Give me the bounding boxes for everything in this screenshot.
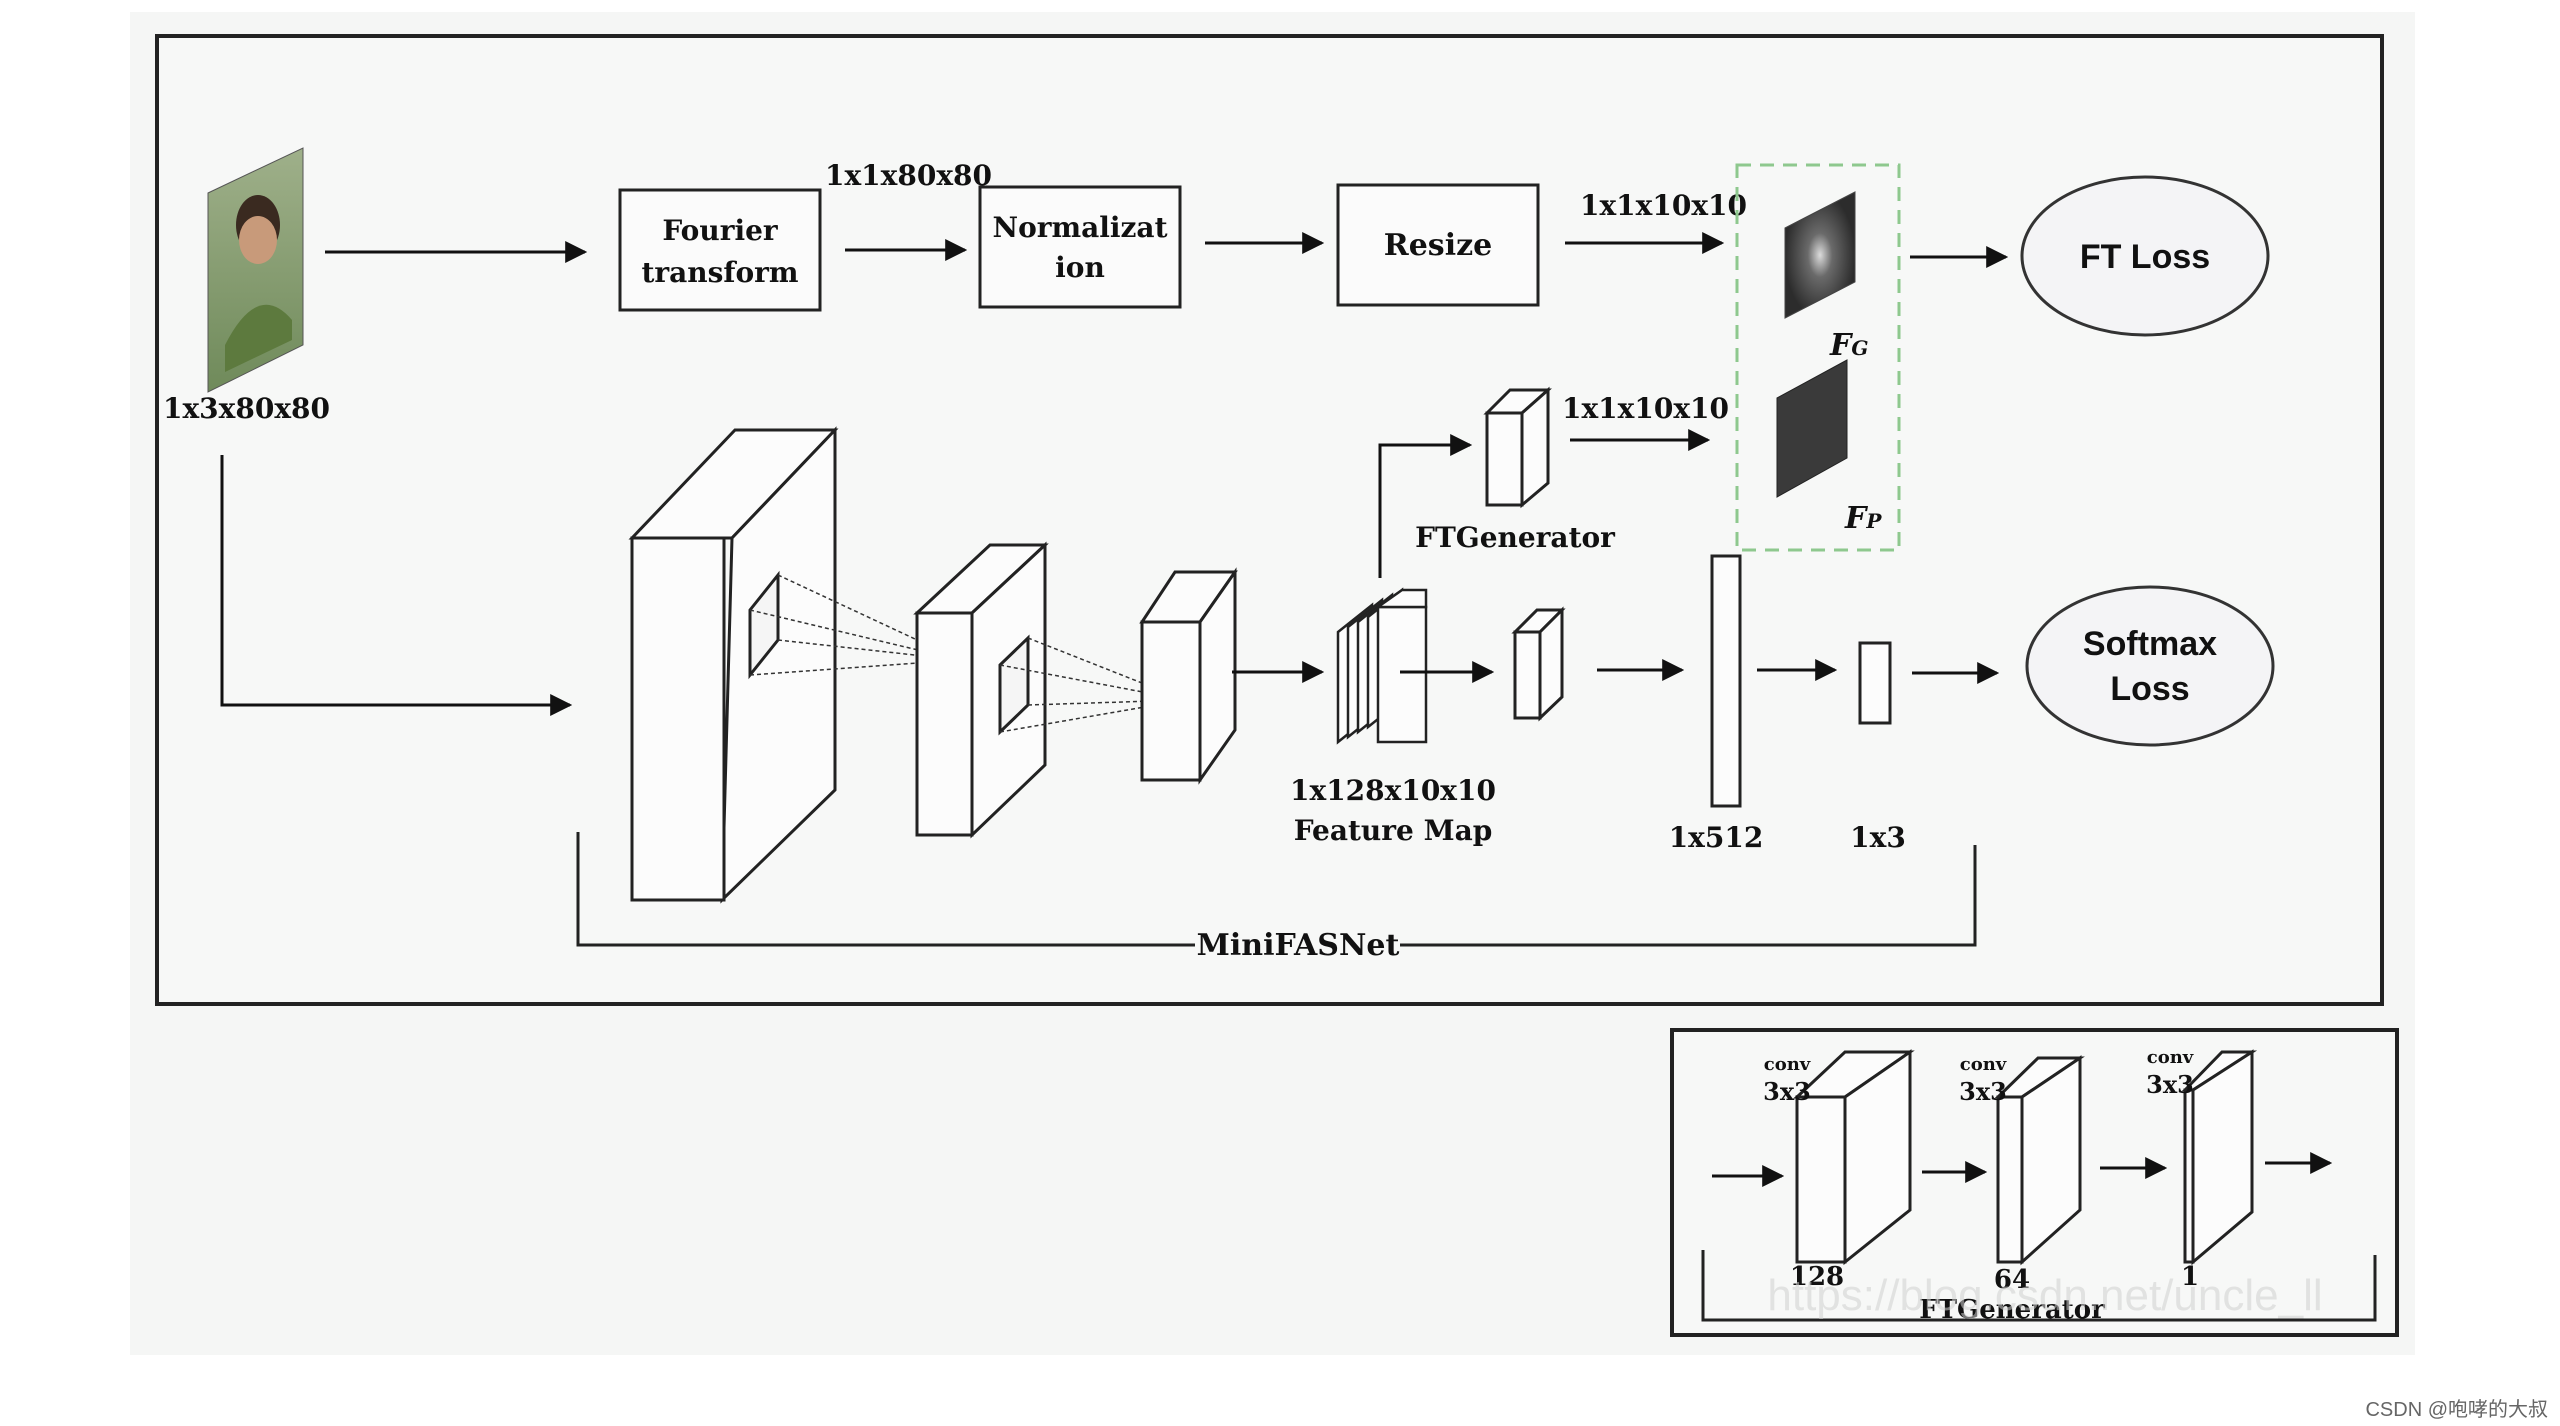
feature-map-stack [1336, 587, 1428, 745]
resize-box [1336, 183, 1540, 307]
normalization-label-line1: Normalizat [992, 211, 1167, 244]
normalization-label-line2: ion [1055, 251, 1105, 284]
conv-block-1 [628, 426, 839, 904]
inset-conv3-block [2181, 1049, 2258, 1266]
inset-conv2-kernel: 3x3 [1959, 1077, 2007, 1106]
conv-block-3 [1139, 567, 1238, 785]
feature-map-label: Feature Map [1294, 814, 1493, 847]
arrow-input-to-network [220, 455, 573, 716]
resize-output-size: 1x1x10x10 [1580, 189, 1747, 222]
fourier-output-size: 1x1x80x80 [825, 159, 992, 192]
feature-compare-box [1735, 163, 1901, 552]
out-size-label: 1x3 [1850, 821, 1906, 854]
ft-loss-node [2020, 175, 2270, 337]
fourier-label-line2: transform [641, 256, 798, 289]
ft-loss-label: FT Loss [2080, 238, 2210, 276]
fg-label: FG [1829, 328, 1868, 363]
ftgenerator-label: FTGenerator [1415, 521, 1616, 554]
resize-label: Resize [1384, 228, 1492, 263]
inset-watermark: https://blog.csdn.net/uncle_ll [1767, 1271, 2322, 1320]
arrow-featuremap-to-ftgenerator [1378, 434, 1473, 578]
inset-ftgenerator-label: FTGenerator [1919, 1295, 2105, 1325]
pool-block [1511, 606, 1566, 722]
inset-conv3-channels: 1 [2181, 1262, 2199, 1292]
inset-conv3-kernel: 3x3 [2146, 1070, 2194, 1099]
minifasnet-bracket-left [576, 832, 1195, 947]
input-size-label: 1x3x80x80 [163, 392, 330, 425]
footer-credit: CSDN @咆哮的大叔 [2365, 1398, 2548, 1421]
minifasnet-bracket-right [1400, 845, 1977, 947]
softmax-loss-node [2025, 585, 2275, 747]
feature-map-size: 1x128x10x10 [1290, 774, 1496, 807]
fc-size-label: 1x512 [1669, 821, 1764, 854]
inset-conv1-block [1793, 1049, 1915, 1266]
normalization-box [978, 185, 1182, 309]
minifasnet-label: MiniFASNet [1197, 928, 1400, 963]
inset-conv2-channels: 64 [1994, 1265, 2030, 1295]
out-3-block [1858, 641, 1892, 725]
inset-conv1-channels: 128 [1790, 1262, 1844, 1292]
fp-prediction-image [1776, 359, 1848, 498]
fp-label: FP [1844, 501, 1882, 536]
inset-conv3-top: conv [2147, 1047, 2194, 1068]
ftgenerator-output-size: 1x1x10x10 [1562, 392, 1729, 425]
conv-block-2 [913, 541, 1049, 839]
softmax-label-line2: Loss [2110, 670, 2189, 708]
ftgenerator-block [1483, 386, 1552, 509]
input-face-image [207, 147, 304, 393]
inset-conv2-block [1994, 1055, 2085, 1266]
softmax-label-line1: Softmax [2083, 625, 2217, 663]
inset-conv1-kernel: 3x3 [1763, 1077, 1811, 1106]
fourier-label-line1: Fourier [662, 214, 779, 247]
inset-conv1-top: conv [1764, 1054, 1811, 1075]
inset-conv2-top: conv [1960, 1054, 2007, 1075]
inset-bracket [1701, 1250, 2377, 1322]
fc-512-block [1710, 554, 1742, 808]
fourier-transform-box [618, 188, 822, 312]
fg-spectrum-image [1784, 191, 1856, 319]
main-frame [155, 34, 2384, 1006]
